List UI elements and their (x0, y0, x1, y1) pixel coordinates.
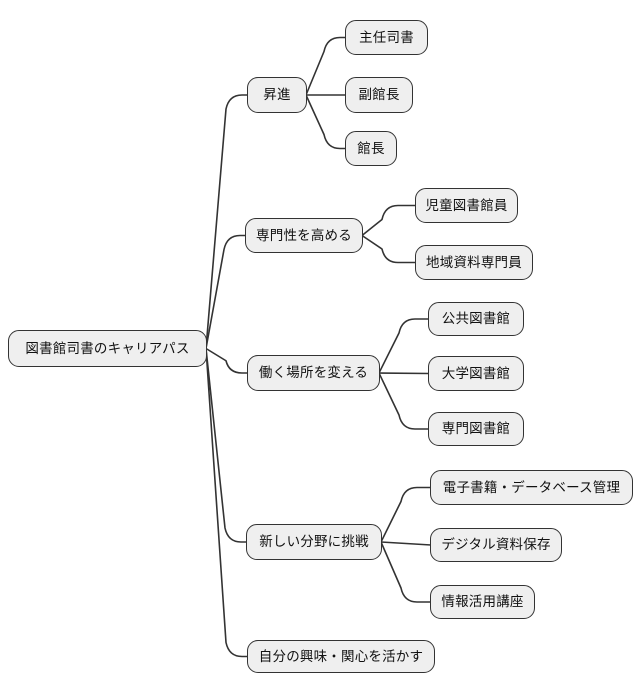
link-root-to-change-workplace (205, 347, 249, 374)
mindmap-node-public-library: 公共図書館 (428, 302, 524, 336)
mindmap-node-special-library: 専門図書館 (428, 412, 524, 446)
link-raise-expertise-to-children-librarian (361, 204, 417, 237)
mindmap-node-promotion: 昇進 (247, 77, 307, 113)
mindmap-node-regional-materials-specialist: 地域資料専門員 (415, 245, 533, 280)
mindmap-node-root: 図書館司書のキャリアパス (8, 330, 207, 367)
link-change-workplace-to-public-library (378, 318, 430, 374)
link-change-workplace-to-university-library (378, 372, 430, 375)
link-root-to-promotion (205, 94, 249, 350)
link-promotion-to-chief-librarian (305, 36, 347, 96)
link-change-workplace-to-special-library (378, 372, 430, 430)
mindmap-node-use-own-interests: 自分の興味・関心を活かす (247, 640, 435, 673)
mindmap-node-digital-preservation: デジタル資料保存 (430, 528, 562, 562)
link-root-to-new-fields (205, 347, 248, 543)
mindmap-node-ebook-database-management: 電子書籍・データベース管理 (430, 470, 633, 505)
link-new-fields-to-ebook-database-management (380, 486, 432, 543)
mindmap-node-chief-librarian: 主任司書 (345, 20, 428, 55)
mindmap-node-change-workplace: 働く場所を変える (247, 355, 380, 391)
link-new-fields-to-digital-preservation (380, 541, 432, 546)
mindmap-node-children-librarian: 児童図書館員 (415, 188, 518, 223)
link-root-to-raise-expertise (205, 234, 247, 350)
mindmap-node-information-literacy-course: 情報活用講座 (430, 585, 535, 619)
link-promotion-to-director (305, 94, 347, 150)
link-new-fields-to-information-literacy-course (380, 541, 432, 603)
mindmap-node-director: 館長 (345, 131, 397, 166)
mindmap-node-deputy-director: 副館長 (345, 77, 413, 113)
mindmap-node-new-fields: 新しい分野に挑戦 (246, 524, 382, 560)
link-raise-expertise-to-regional-materials-specialist (361, 234, 417, 264)
mindmap-node-university-library: 大学図書館 (428, 356, 524, 391)
link-root-to-use-own-interests (205, 347, 249, 658)
mindmap-node-raise-expertise: 専門性を高める (245, 218, 363, 253)
